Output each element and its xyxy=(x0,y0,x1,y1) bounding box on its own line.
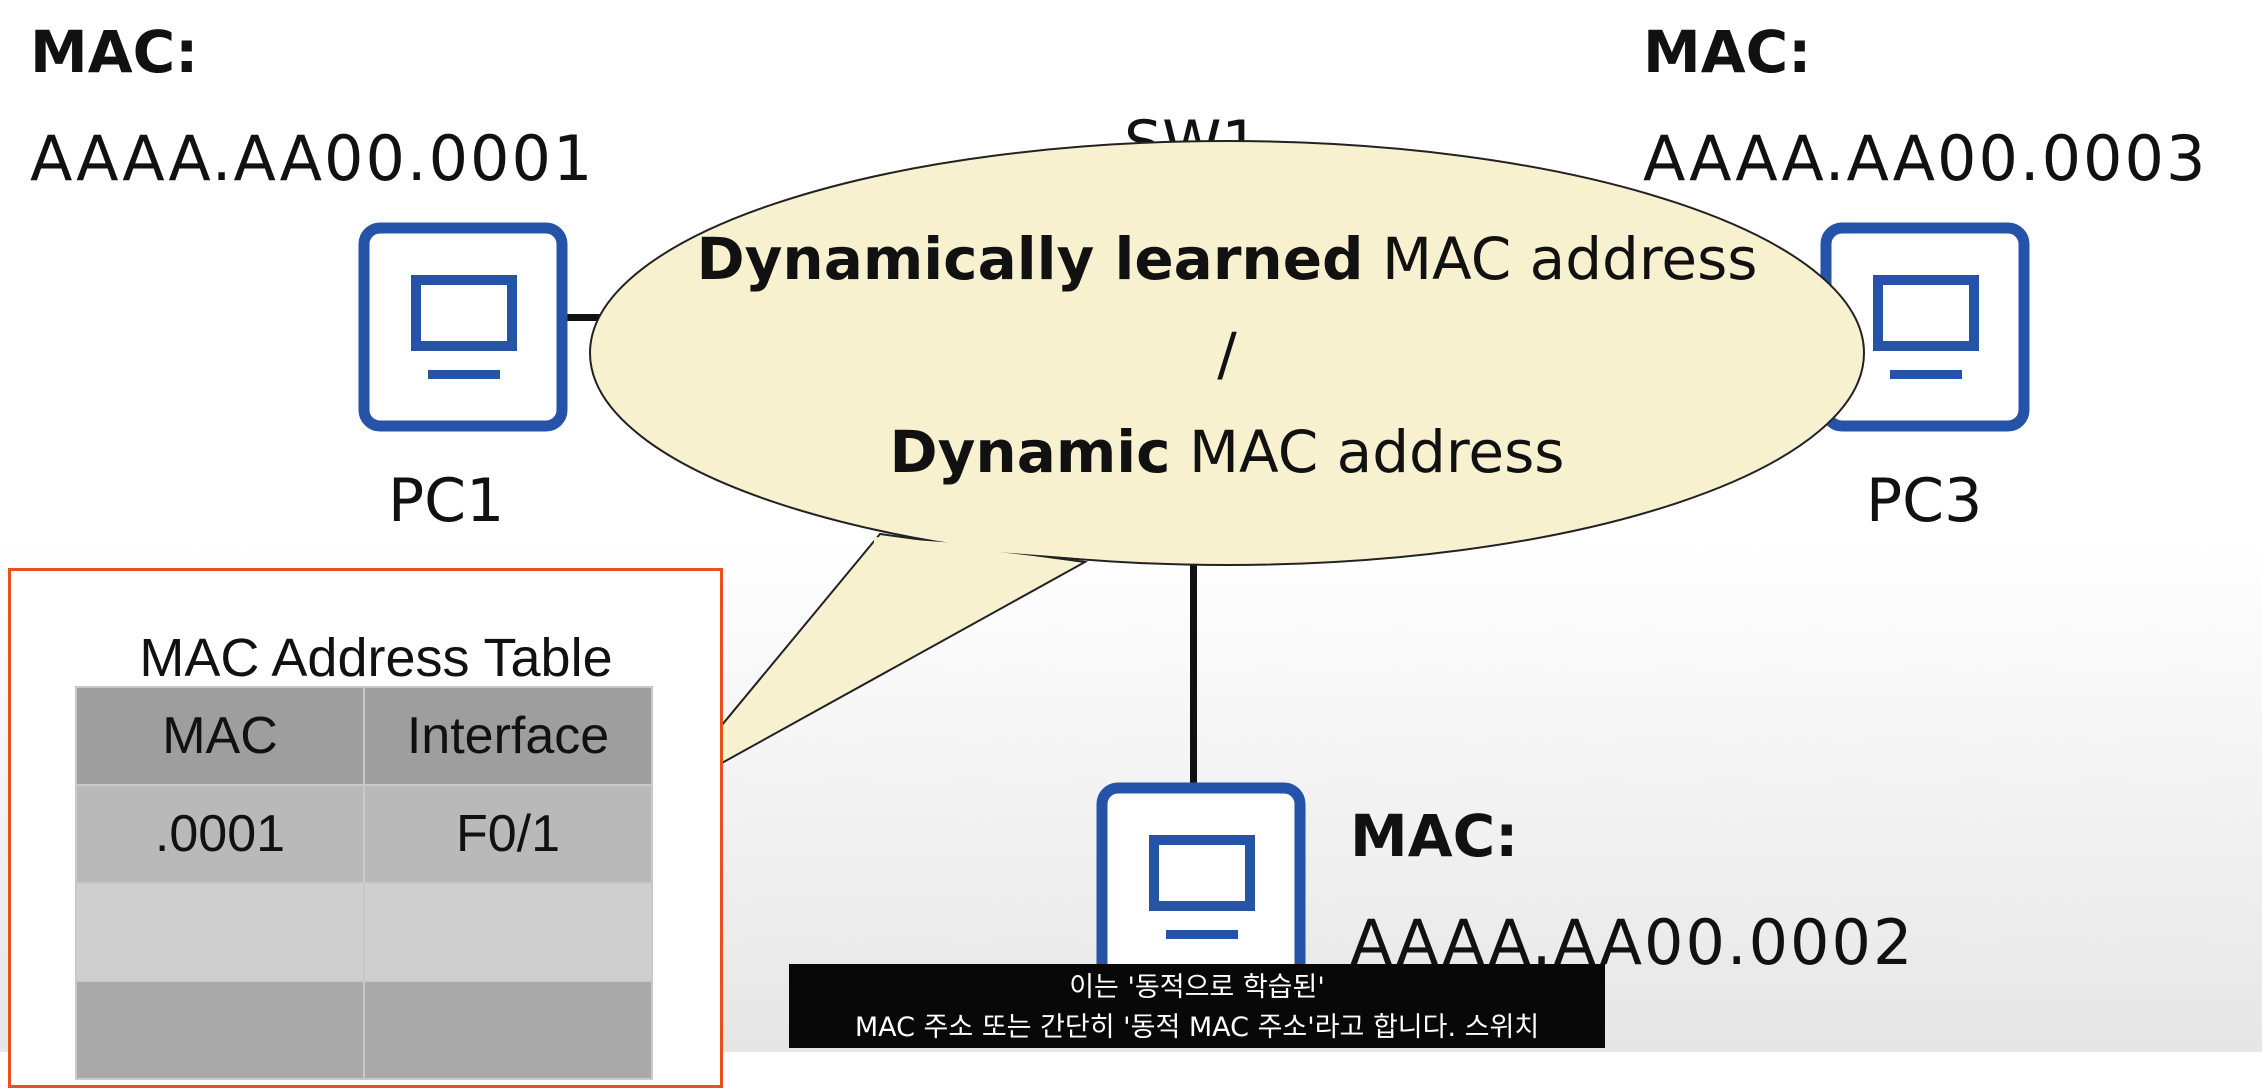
pc1-mac-label: MAC: xyxy=(30,18,199,86)
mac-table-cell-mac xyxy=(75,882,365,982)
mac-table-cell-interface xyxy=(363,882,653,982)
pc1-label: PC1 xyxy=(388,466,505,536)
link-pc1-switch xyxy=(560,314,620,321)
callout-line-1-bold: Dynamically learned xyxy=(696,225,1364,293)
mac-table-header-mac: MAC xyxy=(75,686,365,786)
callout-line-1-rest: MAC address xyxy=(1382,225,1758,293)
table-row xyxy=(75,882,653,982)
mac-address-table-panel: MAC Address Table MAC Interface .0001 F0… xyxy=(8,568,723,1088)
pc3-label: PC3 xyxy=(1866,466,1983,536)
pc3-mac-value: AAAA.AA00.0003 xyxy=(1643,122,2208,195)
pc2-computer-icon[interactable] xyxy=(1096,782,1306,992)
callout-bubble xyxy=(589,140,1865,796)
pc1-computer-icon[interactable] xyxy=(358,222,568,432)
mac-table-cell-interface: F0/1 xyxy=(363,784,653,884)
mac-table-cell-mac: .0001 xyxy=(75,784,365,884)
mac-table-cell-mac xyxy=(75,980,365,1080)
callout-line-1: Dynamically learned MAC address xyxy=(627,225,1827,293)
mac-table-title: MAC Address Table xyxy=(139,628,613,688)
pc2-mac-label: MAC: xyxy=(1350,802,1519,870)
subtitle-caption: 이는 '동적으로 학습된' MAC 주소 또는 간단히 '동적 MAC 주소'라… xyxy=(789,964,1605,1048)
link-switch-pc2 xyxy=(1190,560,1197,785)
subtitle-line-1: 이는 '동적으로 학습된' xyxy=(1069,972,1325,1003)
pc1-mac-value: AAAA.AA00.0001 xyxy=(30,122,595,195)
callout-line-2: / xyxy=(1217,320,1237,388)
callout-line-3-rest: MAC address xyxy=(1189,418,1565,486)
table-row xyxy=(75,980,653,1080)
mac-table-header-interface: Interface xyxy=(363,686,653,786)
callout-line-3-bold: Dynamic xyxy=(889,418,1171,486)
pc3-mac-label: MAC: xyxy=(1643,18,1812,86)
mac-table: MAC Interface .0001 F0/1 xyxy=(75,686,653,1080)
subtitle-line-2: MAC 주소 또는 간단히 '동적 MAC 주소'라고 합니다. 스위치 xyxy=(854,1012,1540,1043)
callout-line-3: Dynamic MAC address xyxy=(627,418,1827,486)
mac-table-cell-interface xyxy=(363,980,653,1080)
table-row: .0001 F0/1 xyxy=(75,784,653,884)
